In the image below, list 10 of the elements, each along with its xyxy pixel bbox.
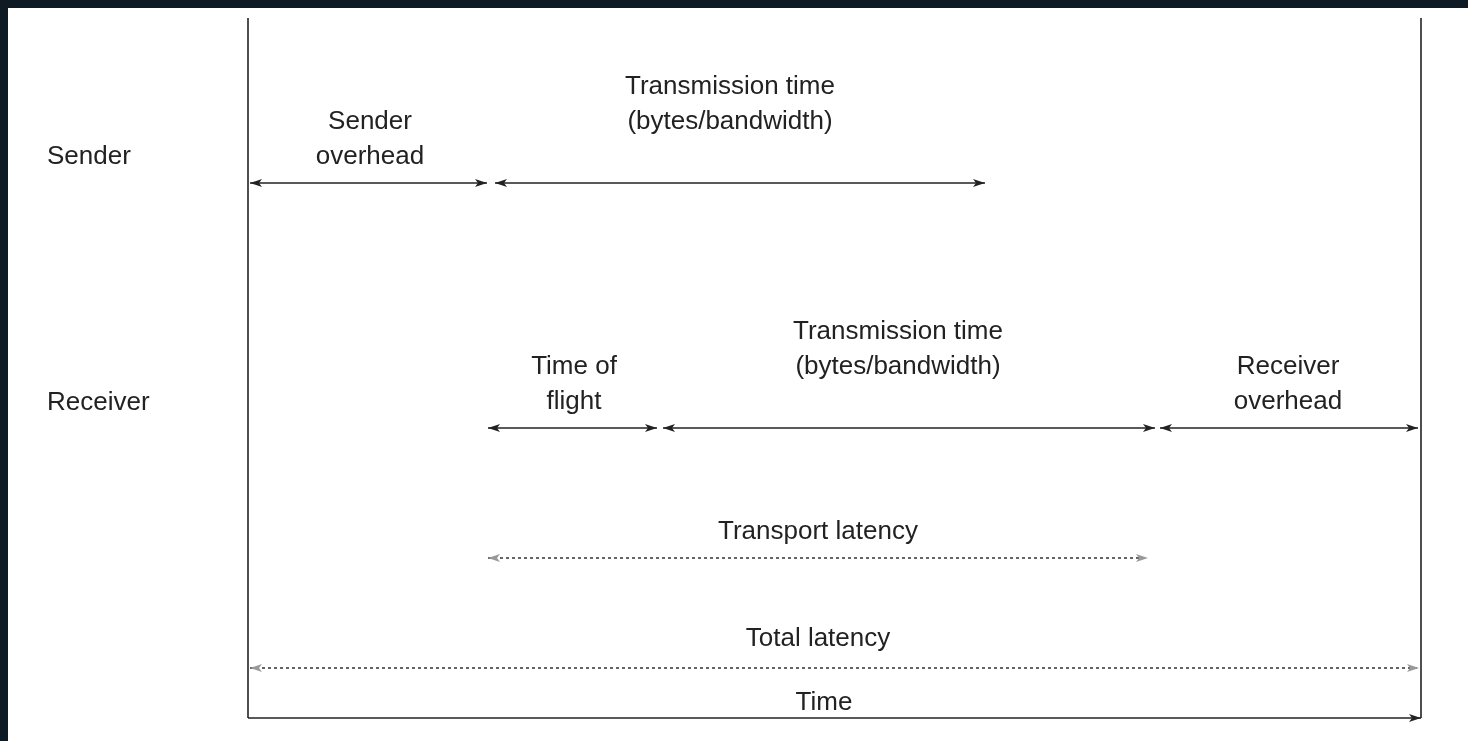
span-label: Transmission time (bytes/bandwidth) [624, 69, 836, 137]
span-label: Receiver overhead [1232, 349, 1344, 417]
span-label: Total latency [744, 621, 892, 654]
span-label: Sender overhead [314, 104, 426, 172]
row-label: Sender [47, 139, 132, 172]
axis-label: Time [794, 685, 854, 718]
span-label: Transport latency [717, 514, 919, 547]
row-label: Receiver [47, 385, 151, 418]
span-label: Time of flight [530, 349, 618, 417]
span-label: Transmission time (bytes/bandwidth) [792, 314, 1004, 382]
